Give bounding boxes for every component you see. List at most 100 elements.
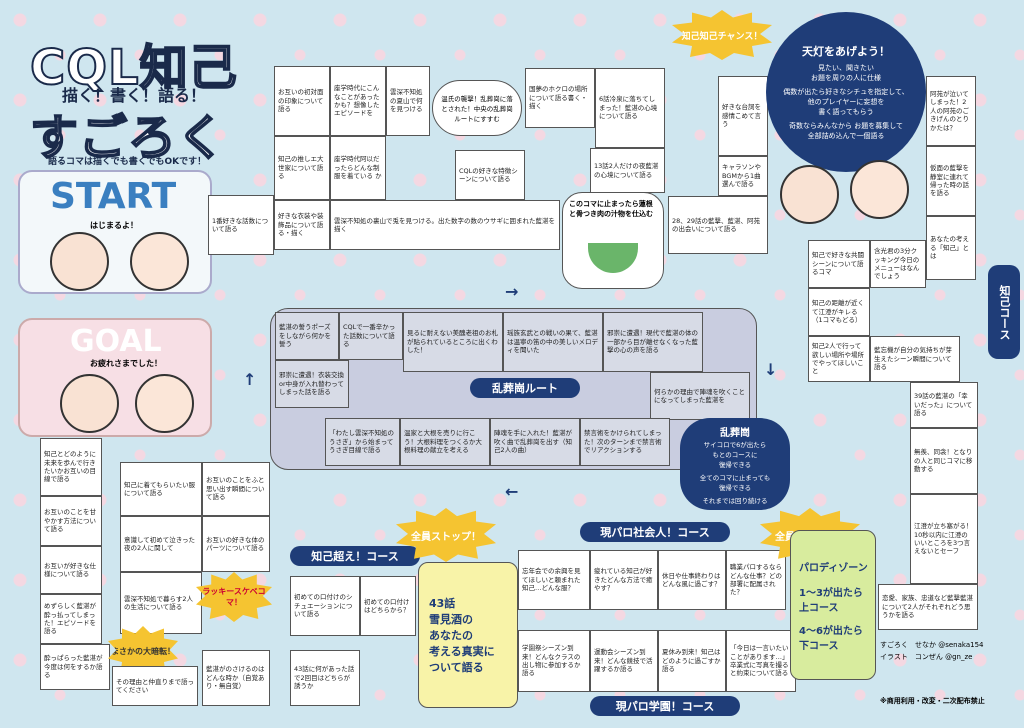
board-cell[interactable]: 陣魂を手に入れた！藍湛が吹く曲で乱葬崗を出す（知己2人の曲） [490,418,580,466]
ep43-line: 考える真実に [429,645,495,658]
game-subtitle: 描く！書く！語る！ [62,86,207,105]
shakai-course-label: 現パロ社会人！コース [580,522,730,542]
board-cell[interactable]: 知己とどのように未来を歩んで行きたいかお互いの目線で語る [40,438,102,496]
goal-space[interactable]: GOAL お疲れさまでした！ [18,318,212,437]
board-cell[interactable]: 瑶族玄武との戦いの果て、藍湛は温寧の笛の中の美しいメロディを聞いた [503,312,603,372]
warp-box[interactable]: 温氏の襲撃！乱葬崗に落とされた！中央の乱葬崗ルートにすすむ [432,80,522,136]
soup-event[interactable]: このコマに止まったら蓮根と骨つき肉の汁物を仕込む [562,192,664,289]
board-cell[interactable]: キャラソンやBGMから1曲選んで語る [718,156,768,196]
board-cell[interactable]: 好きな台詞を感情こめて言う [718,76,768,156]
board-cell[interactable]: 意識して初めて泣きった夜の2人に関して [120,516,202,572]
board-cell[interactable]: 含光君の3分クッキング今日のメニューはなんでしょう [870,240,926,288]
ep43-box[interactable]: 43話 雪見酒の あなたの 考える真実に ついて語る [418,562,518,708]
credit-line: ※商用利用・改変・二次配布禁止 [880,697,985,705]
board-cell[interactable]: 座学時代阿以だったらどんな制服を着ている か [330,136,386,200]
character-avatar [130,232,189,291]
board-cell[interactable]: 運動会シーズン到来！どんな競技で活躍するか語る [590,630,658,692]
board-cell[interactable]: 江澄が立ち塞がる！10秒以内に江澄のいいところを3つ言えないとセーフ [910,494,978,584]
board-cell[interactable]: 仮面の藍撃を静室に連れて帰った時の話を語る [926,146,976,216]
board-cell[interactable]: 恋愛、家族、忠道など藍撃藍湛について2人がそれぞれどう思うかを語る [878,584,978,630]
parody-title: パロディゾーン [799,562,868,574]
board-cell[interactable]: 雲深不知処で暮らす2人の生活について語る [120,572,202,634]
board-cell[interactable]: 知己2人で行って欲しい場所や場所でやってほしいこと [808,336,870,382]
board-cell[interactable]: 国夢のホクロの場所について語る書く・描く [525,68,595,128]
board-cell[interactable]: 6話冷泉に落ちてしまった！藍湛の心境について語る [595,68,665,148]
board-cell[interactable]: 1番好きな話数について語る [208,195,274,255]
board-cell[interactable]: CQLの好きな特徴シーンについて語る [455,150,525,200]
board-cell[interactable]: 「今日は一言いたいことがあります…」卒業式に写真を撮ると約束について語る [726,630,796,692]
parody-zone[interactable]: パロディゾーン 1～3が出たら 上コース 4～6が出たら 下コース [790,530,876,680]
arrow-down-icon: ↓ [764,360,778,379]
start-space[interactable]: START はじまるよ！ [18,170,212,294]
board-cell[interactable]: 職業パロするならどんな仕事？どの部署に配属された？ [726,550,786,610]
parody-line: 上コース [799,602,839,614]
board-cell[interactable]: 藍忘機が自分の気持ちが芽生えたシーン瞬間について語る [870,336,960,382]
board-cell[interactable]: 藍湛がのさけるのはどんな時か（自覚あり・無自覚） [202,650,270,706]
board-cell[interactable]: 好きな衣装や装飾品について語る・描く [274,200,330,250]
board-cell[interactable]: お互いのことを甘やかす方法について語る [40,496,102,546]
board-cell[interactable]: 邪崇に遭遇！衣装交換or中身が入れ替わってしまった話を語る [275,360,349,408]
board-cell[interactable]: 邪崇に遭遇！現代で藍湛の体の一部から目が離せなくなった藍撃の心の声を語る [603,312,703,372]
ep43-line: 43話 [429,597,456,610]
board-cell[interactable]: 温家と大根を売りに行こう！大根料理をつくるか大根料理の献立を考える [400,418,490,466]
board-cell[interactable]: 知己に着てもらいたい服について語る [120,462,202,516]
board-cell[interactable]: 39話の藍湛の「幸いだった」について語る [910,382,978,428]
board-cell[interactable]: 28、29話の藍撃、藍湛、阿苑の出会いについて語る [668,196,768,254]
chance-heading: 天灯をあげよう！ [802,45,890,58]
board-cell[interactable]: 夏休み到来！知己はどのように過ごすか語る [658,630,726,692]
board-cell[interactable]: お互いが好きな仕様について語る [40,546,102,594]
lucky-star: ラッキースケベコマ！ [196,572,272,622]
ep43-line: あなたの [429,629,473,642]
board-cell[interactable]: 知己の推しエ大世家について語る [274,136,330,200]
credit-line: すごろく せなか @senaka154 [880,641,984,649]
chance-line: 見たい、聞きたい [818,64,874,72]
ep43-line: ついて語る [429,661,484,674]
board-cell[interactable]: 無羨、同衾！となりの人と同じコマに移動する [910,428,978,494]
game-title-line2: すごろく [29,109,227,167]
board-cell[interactable]: 座学時代にこんなことがあったかも？想像したエピソードを [330,66,386,136]
board-cell[interactable]: 知己の距離が近くて江澄がキレる（1コマもどる） [808,288,870,336]
arrow-right-icon: → [505,282,519,301]
board-cell[interactable]: 休日や仕事終わりはどんな風に過ごす？ [658,550,726,610]
chance-line: お題を周りの人に仕様 [811,74,881,82]
board-cell[interactable]: 忘年会での余興を見てほしいと頼まれた知己…どんな服？ [518,550,590,610]
ranzang-route-label: 乱葬崗ルート [470,378,580,398]
ranzang-rule-line: 復帰できる [718,483,752,492]
board-cell[interactable]: お互いの好きな体のパーツについて語る [202,516,270,572]
board-cell[interactable]: 初めての口付けのシチュエーションについて語る [290,576,360,636]
board-cell[interactable]: 初めての口付けはどちらから？ [360,576,416,636]
board-cell[interactable]: 学園祭シーズン到来！どんなクラスの出し物に参加するか語る [518,630,590,692]
chance-star: 知己知己チャンス！ [672,10,772,60]
board-cell[interactable]: 「わたし雲深不知処のうさぎ」から始まってうさぎ目線で語る [325,418,400,466]
board-cell[interactable]: 43話に何があった話で2回目はどちらが誘うか [290,650,360,706]
board-cell[interactable]: 疲れている知己が好きたどんな方法で癒やす？ [590,550,658,610]
board-cell[interactable]: 雲深不知処の裏山で兎を見つける。出た数字の数のウサギに囲まれた藍湛を描く [330,200,560,250]
board-cell[interactable]: 見るに耐えない美醜老祖のお札が貼られているところに出くわした！ [403,312,503,372]
soup-bowl-icon [588,243,638,273]
gakuen-course-label: 現パロ学園！コース [590,696,740,716]
board-cell[interactable]: 藍湛の誓うポーズをしながら何かを誓う [275,312,339,360]
board-cell[interactable]: 13話2人だけの夜藍湛の心境について語る [590,148,665,193]
arrow-left-icon: ← [505,482,519,501]
board-cell[interactable]: お互いの初対面の印象について語る [274,66,330,136]
board-cell[interactable]: 酔っぱらった藍湛が今度は何をするか語る [40,644,110,690]
board-cell[interactable]: その理由と仲直りまで語ってください [112,666,198,706]
board-cell[interactable]: お互いのことをふと思い出す瞬間について語る [202,462,270,516]
board-cell[interactable]: 知己で好きな共闘シーンについて語るコマ [808,240,870,288]
board-cell[interactable]: 何らかの理由で陣魂を吹くことになってしまった藍湛を [650,372,750,420]
credit-line: イラスト コンぜん @gn_ze [880,653,973,661]
start-label: START [50,176,177,217]
chaoyue-course-label: 知己超え！コース [290,546,420,566]
ranzang-rule-line: それまでは回り続ける [702,496,768,505]
board-cell[interactable]: CQLで一番辛かった話数について語る [339,312,403,360]
zhiji-course-label: 知己コース [988,265,1020,359]
board-cell[interactable]: めずらしく藍湛が酔っ払ってしまった！エピソードを語る [40,594,102,644]
ranzang-rule-line: 全てのコマに止まっても [699,473,771,482]
character-avatar [50,232,109,291]
board-cell[interactable]: あなたの考える「知己」とは [926,216,976,280]
goal-label: GOAL [70,324,162,359]
board-cell[interactable]: 阿苑が泣いてしまった！2人の阿苑のごきげんのとりかたは？ [926,76,976,146]
board-cell[interactable]: 禁言術をかけられてしまった！次のターンまで禁言術でリアクションする [580,418,670,466]
board-cell[interactable]: 雲深不知処の夏山で何を見つける [386,66,430,136]
chance-line: 奇数ならみんなから お題を募集して [788,122,903,130]
